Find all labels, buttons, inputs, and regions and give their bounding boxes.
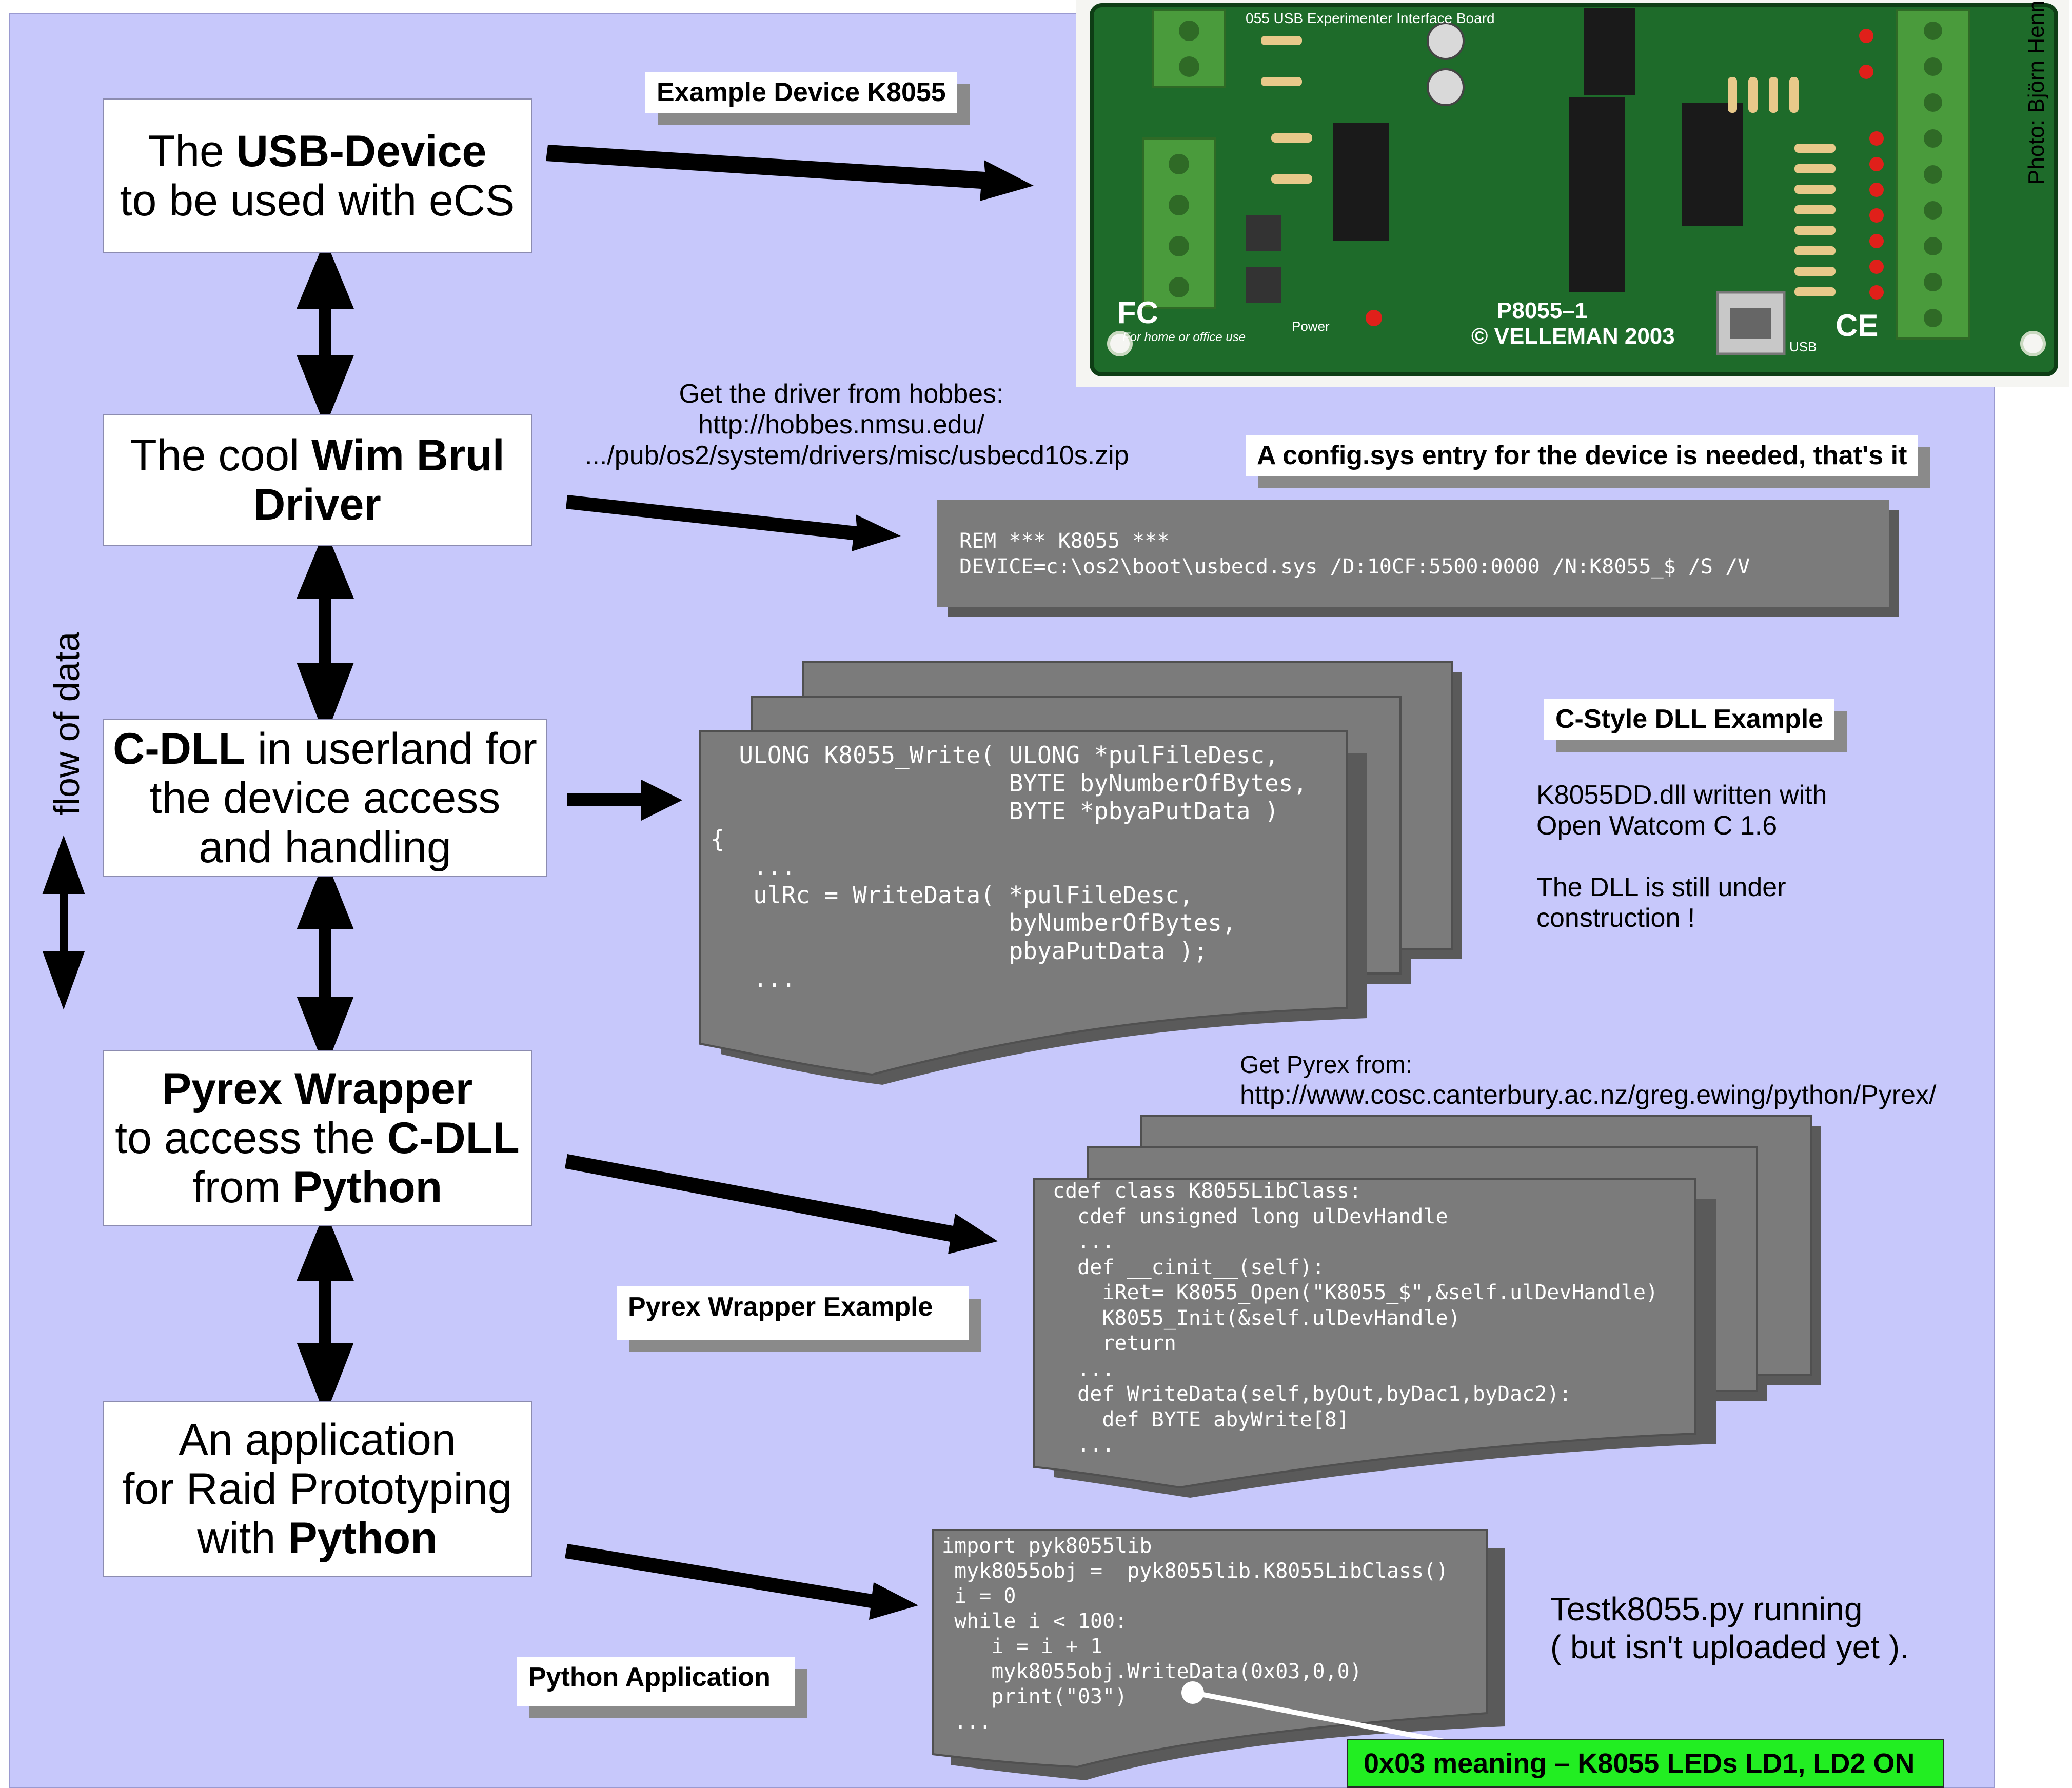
pyrex-box-text-5: Python (292, 1163, 443, 1212)
vertical-arrow-driver-cdll (297, 529, 354, 738)
python-note-line-2: ( but isn't uploaded yet ). (1550, 1628, 1909, 1665)
pyrex-example-label: Pyrex Wrapper Example (617, 1286, 969, 1340)
app-box-text-1: An application (179, 1415, 456, 1464)
pyrex-box-text-1: Pyrex Wrapper (162, 1064, 473, 1114)
cdll-code: ULONG K8055_Write( ULONG *pulFileDesc, B… (711, 741, 1308, 992)
usb-device-box: The USB-Device to be used with eCS (103, 98, 532, 253)
python-code: import pyk8055lib myk8055obj = pyk8055li… (942, 1534, 1449, 1734)
flow-arrow (42, 835, 85, 1010)
pyrex-note-line-2: http://www.cosc.canterbury.ac.nz/greg.ew… (1240, 1080, 1937, 1110)
board-home-text: For home or office use (1122, 330, 1246, 344)
usb-box-text-1: The (148, 127, 236, 176)
python-application-label: Python Application (517, 1657, 795, 1706)
dll-note-line-1: K8055DD.dll written with (1536, 780, 1827, 810)
vertical-arrow-usb-driver (297, 239, 354, 427)
ce-logo: CE (1836, 308, 1878, 343)
board-usb-label: USB (1789, 339, 1817, 354)
dll-note-line-5: construction ! (1536, 903, 1695, 933)
driver-box: The cool Wim Brul Driver (103, 414, 532, 546)
pyrex-box-text-3: C-DLL (387, 1114, 520, 1163)
cdll-box-text-2: in userland for (245, 724, 537, 773)
usb-box-text-3: to be used with eCS (120, 176, 515, 225)
driver-note-line-1: Get the driver from hobbes: (679, 379, 1004, 409)
cdll-box-text-3: the device access (149, 773, 501, 823)
vertical-arrow-cdll-pyrex (297, 858, 354, 1069)
python-note: Testk8055.py running ( but isn't uploade… (1550, 1590, 1909, 1666)
driver-box-text-1: The cool (130, 431, 312, 480)
driver-box-text-2: Wim Brul (311, 431, 505, 480)
usb-box-text-2: USB-Device (236, 127, 487, 176)
example-device-label: Example Device K8055 (645, 72, 957, 113)
board-model: P8055–1 (1497, 298, 1587, 323)
cdll-box-text-4: and handling (199, 823, 451, 872)
dll-note: K8055DD.dll written with Open Watcom C 1… (1536, 780, 1827, 933)
application-box: An application for Raid Prototyping with… (103, 1401, 532, 1577)
pyrex-box-text-4: from (192, 1163, 293, 1212)
dll-note-line-4: The DLL is still under (1536, 872, 1786, 902)
pyrex-note-line-1: Get Pyrex from: (1240, 1051, 1413, 1079)
board-photo: 055 USB Experimenter Interface Board Pow… (1076, 0, 2069, 387)
pyrex-code: cdef class K8055LibClass: cdef unsigned … (1053, 1179, 1659, 1457)
led-meaning-note: 0x03 meaning – K8055 LEDs LD1, LD2 ON (1347, 1739, 1944, 1788)
driver-note-line-2: http://hobbes.nmsu.edu/ (698, 410, 984, 440)
dll-note-line-2: Open Watcom C 1.6 (1536, 811, 1778, 841)
config-code-box (937, 500, 1889, 607)
board-silk-top: 055 USB Experimenter Interface Board (1246, 10, 1495, 26)
arrow-to-cdll-code (567, 780, 682, 821)
cdll-box: C-DLL in userland for the device access … (103, 719, 547, 877)
vertical-arrow-pyrex-app (297, 1210, 354, 1417)
cstyle-dll-label: C-Style DLL Example (1544, 699, 1835, 740)
arrow-to-pyrex-code (565, 1154, 998, 1254)
arrow-to-python-code (565, 1544, 918, 1620)
cdll-box-text-1: C-DLL (113, 724, 246, 773)
pyrex-note: Get Pyrex from: http://www.cosc.canterbu… (1240, 1050, 1936, 1110)
board-maker: © VELLEMAN 2003 (1471, 324, 1675, 349)
driver-note: Get the driver from hobbes: http://hobbe… (585, 379, 1129, 471)
python-note-line-1: Testk8055.py running (1550, 1591, 1863, 1627)
arrow-to-config (566, 495, 901, 551)
board-power-label: Power (1292, 319, 1330, 334)
pyrex-box: Pyrex Wrapper to access the C-DLL from P… (103, 1050, 532, 1226)
app-box-text-3: with (197, 1514, 288, 1563)
app-box-text-2: for Raid Prototyping (122, 1464, 512, 1514)
fc-logo: FC (1117, 295, 1158, 330)
pyrex-box-text-2: to access the (115, 1114, 387, 1163)
driver-box-text-3: Driver (253, 480, 381, 529)
config-label: A config.sys entry for the device is nee… (1246, 435, 1919, 476)
arrow-to-photo (546, 145, 1034, 201)
config-code: REM *** K8055 *** DEVICE=c:\os2\boot\usb… (959, 529, 1750, 579)
driver-note-line-3: .../pub/os2/system/drivers/misc/usbecd10… (585, 441, 1129, 470)
app-box-text-4: Python (288, 1514, 438, 1563)
